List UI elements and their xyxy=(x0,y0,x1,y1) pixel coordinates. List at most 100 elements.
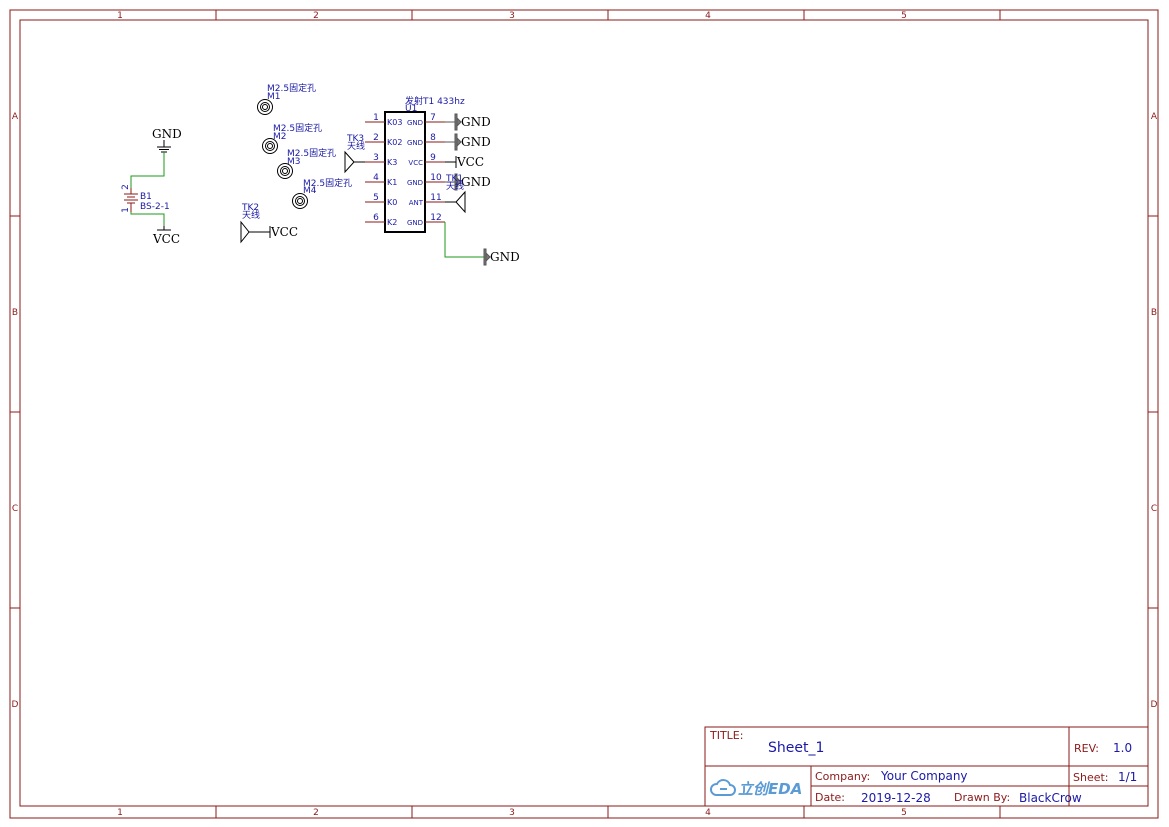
rev-value: 1.0 xyxy=(1113,741,1132,755)
col-label-4-top: 4 xyxy=(705,11,711,21)
u1-pin-num-7: 7 xyxy=(430,113,436,123)
u1-body xyxy=(384,111,426,233)
antenna-icon xyxy=(240,220,271,244)
drawn-by-label: Drawn By: xyxy=(954,791,1010,804)
company-value: Your Company xyxy=(880,769,968,783)
col-label-4-bottom: 4 xyxy=(705,808,711,818)
tk2-designator: TK2 xyxy=(241,203,259,213)
u1-pin-num-6: 6 xyxy=(373,213,379,223)
wire-pin12-gnd xyxy=(444,222,484,258)
tk3-value: 天线 xyxy=(347,140,365,152)
col-label-3-bottom: 3 xyxy=(509,808,515,818)
u1-pin-name-2: K02 xyxy=(387,138,402,147)
tk3-designator: TK3 xyxy=(346,134,364,144)
battery-symbol-icon xyxy=(124,188,138,212)
mounting-hole-m1[interactable]: M2.5固定孔 M1 xyxy=(257,82,317,115)
u1-pin-num-3: 3 xyxy=(373,153,379,163)
col-label-1-top: 1 xyxy=(117,11,123,21)
mounting-hole-m2[interactable]: M2.5固定孔 M2 xyxy=(262,122,323,154)
col-label-2-bottom: 2 xyxy=(313,808,319,818)
u1-pin-name-7: GND xyxy=(407,119,423,127)
lceda-logo: 立创EDA xyxy=(710,779,802,798)
u1-right-pins: 7 8 9 10 11 12 GND GND VCC GND ANT GND xyxy=(407,113,445,227)
battery-pin-1: 1 xyxy=(121,207,131,213)
row-label-c-left: C xyxy=(12,504,18,514)
col-label-1-bottom: 1 xyxy=(117,808,123,818)
col-label-3-top: 3 xyxy=(509,11,515,21)
battery-vcc-net-label: VCC xyxy=(152,232,180,246)
date-label: Date: xyxy=(815,791,845,804)
u1-pin-name-1: K03 xyxy=(387,118,402,127)
u1-pin-num-12: 12 xyxy=(430,213,441,223)
tk2-value: 天线 xyxy=(242,209,260,221)
u1-pin-num-11: 11 xyxy=(430,193,441,203)
u1-pin-name-12: GND xyxy=(407,219,423,227)
pin7-gnd-net-label: GND xyxy=(461,115,491,129)
pin8-gnd-net-label: GND xyxy=(461,135,491,149)
module-u1[interactable]: 发射T1 433hz U1 1 2 3 4 5 6 K03 K02 K3 K1 … xyxy=(365,95,520,266)
sheet-label: Sheet: xyxy=(1073,771,1109,784)
hole-m1-value: M2.5固定孔 xyxy=(267,82,316,94)
tk1-designator: TK1 xyxy=(445,174,463,184)
col-label-2-top: 2 xyxy=(313,11,319,21)
vcc-symbol-icon xyxy=(157,226,171,231)
u1-pin-num-5: 5 xyxy=(373,193,379,203)
antenna-tk1[interactable]: TK1 天线 xyxy=(445,174,466,214)
logo-text: 立创EDA xyxy=(738,780,802,798)
pin12-gnd-net-label: GND xyxy=(490,250,520,264)
u1-pin-num-10: 10 xyxy=(430,173,442,183)
battery-b1[interactable]: GND 2 1 B1 BS-2-1 VCC xyxy=(121,127,182,246)
cloud-icon xyxy=(710,779,736,796)
ground-flag-icon xyxy=(445,173,462,191)
row-label-b-right: B xyxy=(1151,308,1157,318)
pin9-vcc-net-label: VCC xyxy=(456,155,484,169)
antenna-icon xyxy=(445,190,466,214)
mounting-hole-m4[interactable]: M2.5固定孔 M4 xyxy=(292,177,353,209)
mounting-hole-m3[interactable]: M2.5固定孔 M3 xyxy=(277,147,337,179)
pin10-gnd-net-label: GND xyxy=(461,175,491,189)
ground-symbol-icon xyxy=(157,140,171,153)
u1-pin-num-1: 1 xyxy=(373,113,379,123)
battery-gnd-net-label: GND xyxy=(152,127,182,141)
hole-m1-designator: M1 xyxy=(267,92,281,102)
antenna-icon xyxy=(344,150,365,174)
battery-value: BS-2-1 xyxy=(140,202,170,212)
hole-m4-designator: M4 xyxy=(303,186,317,196)
u1-pin-num-9: 9 xyxy=(430,153,436,163)
u1-pin-name-4: K1 xyxy=(387,178,397,187)
ground-flag-icon xyxy=(483,248,491,266)
title-label: TITLE: xyxy=(709,729,743,742)
antenna-tk2[interactable]: TK2 天线 VCC xyxy=(240,203,298,244)
sheet-title: Sheet_1 xyxy=(768,740,824,756)
row-label-a-right: A xyxy=(1151,112,1158,122)
u1-pin-name-10: GND xyxy=(407,179,423,187)
title-block: TITLE: Sheet_1 REV: 1.0 立创EDA Company: Y… xyxy=(704,726,1149,807)
antenna-tk3[interactable]: TK3 天线 xyxy=(344,134,365,174)
u1-pin-name-6: K2 xyxy=(387,218,397,227)
row-label-d-right: D xyxy=(1151,700,1158,710)
hole-m3-value: M2.5固定孔 xyxy=(287,147,336,159)
ground-flag-icon xyxy=(445,113,462,131)
drawing-frame: 1 2 3 4 5 1 2 3 4 5 A B C D A B C D xyxy=(9,9,1159,819)
u1-value: 发射T1 433hz xyxy=(405,95,465,107)
sheet-value: 1/1 xyxy=(1118,770,1137,784)
u1-pin-num-4: 4 xyxy=(373,173,379,183)
mounting-hole-icon xyxy=(257,99,273,115)
u1-pin-name-11: ANT xyxy=(409,199,424,207)
mounting-hole-icon xyxy=(262,138,278,154)
col-label-5-bottom: 5 xyxy=(901,808,907,818)
row-label-d-left: D xyxy=(12,700,19,710)
u1-designator: U1 xyxy=(405,104,417,114)
drawn-by-value: BlackCrow xyxy=(1019,791,1082,805)
row-label-a-left: A xyxy=(12,112,19,122)
row-label-b-left: B xyxy=(12,308,18,318)
vcc-flag-icon xyxy=(445,156,457,168)
battery-designator: B1 xyxy=(140,192,152,202)
row-label-c-right: C xyxy=(1151,504,1157,514)
date-value: 2019-12-28 xyxy=(861,791,931,805)
hole-m2-designator: M2 xyxy=(273,132,287,142)
tk1-value: 天线 xyxy=(446,180,464,192)
ground-flag-icon xyxy=(445,133,462,151)
col-label-5-top: 5 xyxy=(901,11,907,21)
